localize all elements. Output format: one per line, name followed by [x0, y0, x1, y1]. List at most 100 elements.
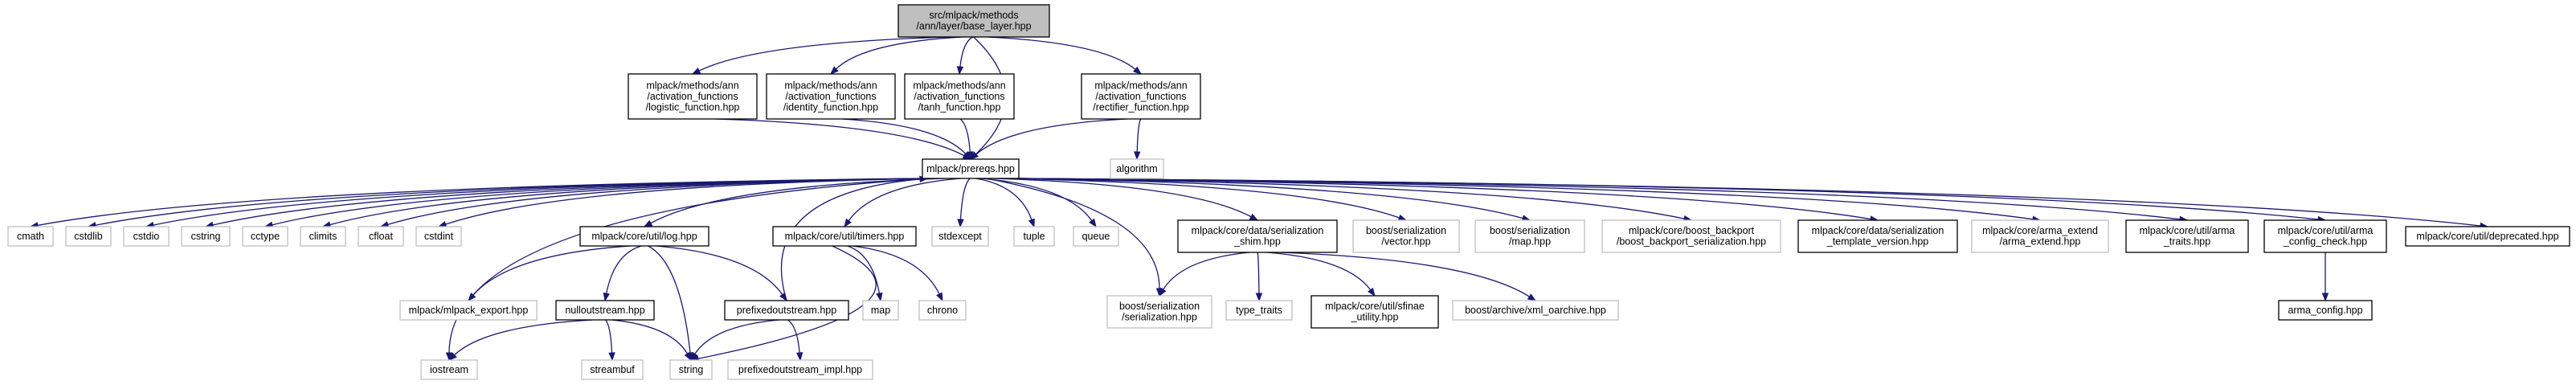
- node-box: [581, 359, 644, 380]
- node-box: [931, 226, 989, 247]
- edge-arrowhead: [956, 66, 964, 76]
- node-box: [1073, 226, 1119, 247]
- node-cstdlib[interactable]: cstdlib: [65, 226, 112, 247]
- node-climits[interactable]: climits: [300, 226, 346, 247]
- edge-line: [37, 178, 926, 227]
- edge-line: [975, 178, 1032, 220]
- nodes-layer: src/mlpack/methods/ann/layer/base_layer.…: [7, 4, 2570, 380]
- node-label-line: mlpack/core/util/sfinae: [1325, 301, 1425, 312]
- node-chrono[interactable]: chrono: [918, 300, 967, 321]
- node-arma-config[interactable]: arma_config.hpp: [2278, 300, 2373, 321]
- node-nullout[interactable]: nulloutstream.hpp: [555, 300, 655, 321]
- node-label-line: _config_check.hpp: [2283, 236, 2367, 248]
- node-sfinae[interactable]: mlpack/core/util/sfinae_utility.hpp: [1310, 295, 1439, 329]
- node-log[interactable]: mlpack/core/util/log.hpp: [579, 226, 709, 247]
- edge-arrowhead: [795, 352, 803, 362]
- edge-line: [848, 178, 961, 222]
- node-algorithm[interactable]: algorithm: [1110, 158, 1164, 179]
- node-boost-vector[interactable]: boost/serialization/vector.hpp: [1352, 219, 1460, 253]
- node-cctype[interactable]: cctype: [242, 226, 288, 247]
- edge-arrowhead: [876, 292, 883, 302]
- node-shim[interactable]: mlpack/core/data/serialization_shim.hpp: [1177, 219, 1338, 253]
- node-tanh[interactable]: mlpack/methods/ann/activation_functions/…: [904, 73, 1015, 120]
- node-cstdint[interactable]: cstdint: [415, 226, 462, 247]
- node-xml-oarchive[interactable]: boost/archive/xml_oarchive.hpp: [1452, 300, 1619, 321]
- edge-line: [959, 178, 971, 220]
- node-box: [1971, 219, 2109, 253]
- node-box: [1310, 295, 1439, 329]
- node-backport[interactable]: mlpack/core/boost_backport/boost_backpor…: [1601, 219, 1781, 253]
- node-label-line: /arma_extend.hpp: [2000, 236, 2081, 248]
- node-box: [65, 226, 112, 247]
- edge-arrowhead: [957, 219, 964, 228]
- node-string[interactable]: string: [669, 359, 713, 380]
- edge-line: [1015, 178, 1523, 219]
- edge-line: [650, 178, 945, 224]
- node-box: [1474, 219, 1585, 253]
- node-label-line: cmath: [17, 231, 44, 242]
- edge-line: [787, 319, 800, 354]
- node-deprecated[interactable]: mlpack/core/util/deprecated.hpp: [2405, 226, 2570, 247]
- node-box: [123, 226, 170, 247]
- node-label-line: /serialization.hpp: [1122, 312, 1197, 323]
- node-prefixed-impl[interactable]: prefixedoutstream_impl.hpp: [727, 359, 873, 380]
- node-label-line: string: [679, 364, 704, 375]
- node-rectifier[interactable]: mlpack/methods/ann/activation_functions/…: [1081, 73, 1201, 120]
- node-cfloat[interactable]: cfloat: [358, 226, 404, 247]
- edge-arrowhead: [1367, 287, 1376, 297]
- node-box: [2278, 300, 2373, 321]
- edge-arrowhead: [684, 351, 692, 362]
- edge-line: [985, 178, 1160, 289]
- node-streambuf[interactable]: streambuf: [581, 359, 644, 380]
- node-label-line: _template_version.hpp: [1826, 236, 1929, 248]
- node-cmath[interactable]: cmath: [7, 226, 54, 247]
- edge-line: [847, 245, 881, 294]
- edge-line: [1015, 178, 2181, 220]
- node-map[interactable]: map: [862, 300, 899, 321]
- node-arma-traits[interactable]: mlpack/core/util/arma_traits.hpp: [2125, 219, 2249, 253]
- node-box: [724, 300, 849, 321]
- node-mlpack-export[interactable]: mlpack/mlpack_export.hpp: [399, 300, 538, 321]
- node-base-layer[interactable]: src/mlpack/methods/ann/layer/base_layer.…: [898, 4, 1050, 38]
- node-logistic[interactable]: mlpack/methods/ann/activation_functions/…: [628, 73, 758, 120]
- node-cstring[interactable]: cstring: [181, 226, 231, 247]
- edge-arrowhead: [1089, 218, 1097, 228]
- node-type-traits[interactable]: type_traits: [1225, 300, 1293, 321]
- edge-line: [780, 178, 921, 301]
- node-template-version[interactable]: mlpack/core/data/serialization_template_…: [1797, 219, 1958, 253]
- node-tuple[interactable]: tuple: [1013, 226, 1055, 247]
- node-box: [727, 359, 873, 380]
- node-box: [1110, 158, 1164, 179]
- node-identity[interactable]: mlpack/methods/ann/activation_functions/…: [766, 73, 896, 120]
- node-box: [1106, 295, 1212, 329]
- node-prereqs[interactable]: mlpack/prereqs.hpp: [922, 158, 1020, 179]
- node-box: [922, 158, 1020, 179]
- node-stdexcept[interactable]: stdexcept: [931, 226, 989, 247]
- edge-line: [959, 36, 973, 68]
- node-label-line: /tanh_function.hpp: [918, 101, 1001, 113]
- node-box: [242, 226, 288, 247]
- node-boost-map[interactable]: boost/serialization/map.hpp: [1474, 219, 1585, 253]
- node-iostream[interactable]: iostream: [420, 359, 478, 380]
- node-boost-serialization[interactable]: boost/serialization/serialization.hpp: [1106, 295, 1212, 329]
- node-label-line: mlpack/core/util/log.hpp: [591, 231, 697, 242]
- node-prefixed[interactable]: prefixedoutstream.hpp: [724, 300, 849, 321]
- node-label-line: /activation_functions: [647, 91, 738, 102]
- node-cstdio[interactable]: cstdio: [123, 226, 170, 247]
- node-box: [420, 359, 478, 380]
- node-label-line: mlpack/methods/ann: [784, 80, 877, 91]
- edge-line: [1005, 178, 1400, 219]
- node-label-line: _shim.hpp: [1233, 236, 1281, 248]
- edge-line: [472, 245, 631, 296]
- edge-line: [1015, 178, 1871, 220]
- node-queue[interactable]: queue: [1073, 226, 1119, 247]
- node-box: [1177, 219, 1338, 253]
- node-label-line: boost/serialization: [1490, 225, 1570, 236]
- node-box: [766, 73, 896, 120]
- node-timers[interactable]: mlpack/core/util/timers.hpp: [772, 226, 917, 247]
- node-arma-config-check[interactable]: mlpack/core/util/arma_config_check.hpp: [2263, 219, 2387, 253]
- node-label-line: cstdint: [424, 231, 454, 242]
- node-box: [2125, 219, 2249, 253]
- node-arma-extend[interactable]: mlpack/core/arma_extend/arma_extend.hpp: [1971, 219, 2109, 253]
